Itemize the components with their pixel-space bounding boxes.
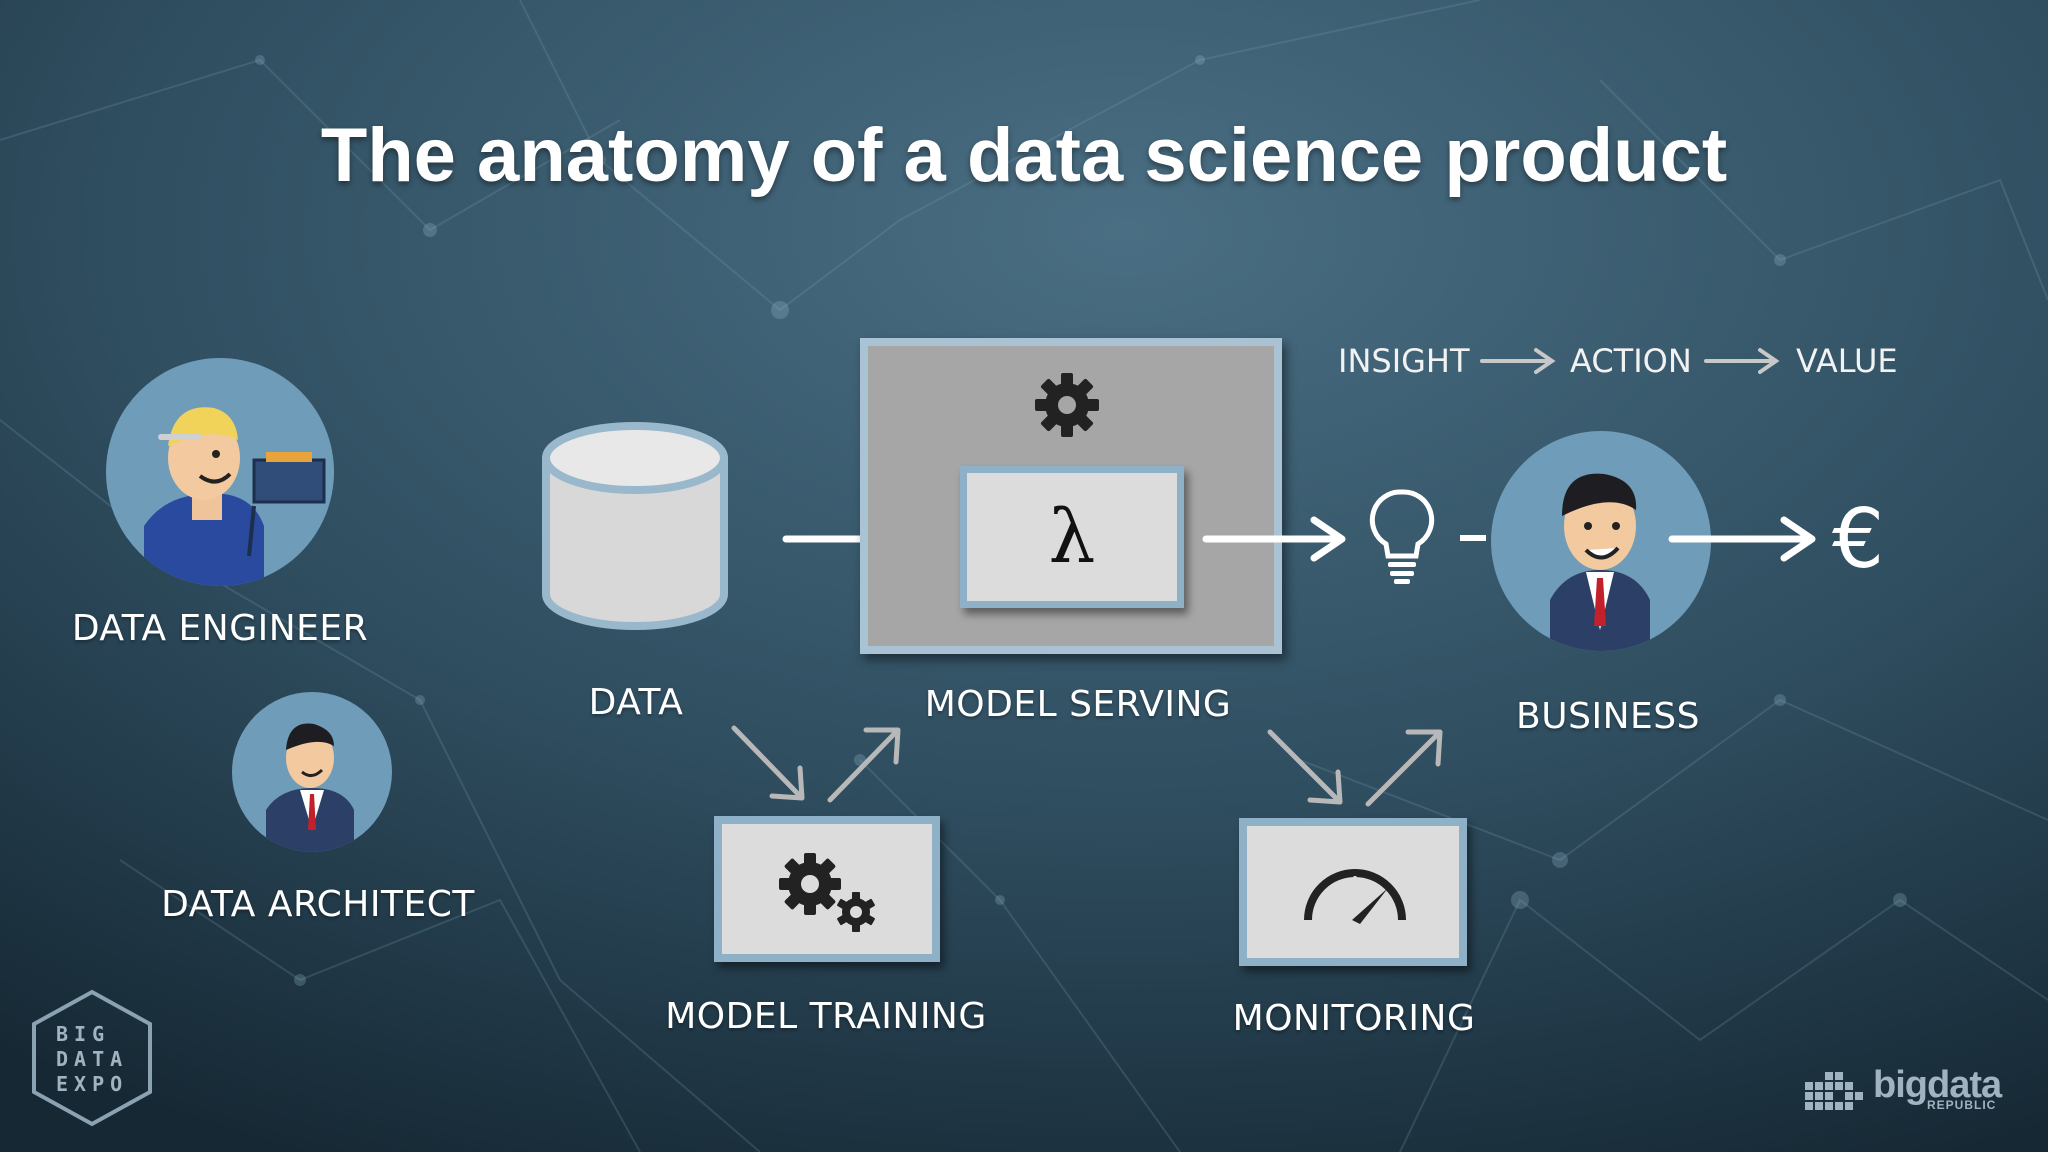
- arrow-icon: [1667, 516, 1816, 562]
- connector-line: [1460, 535, 1486, 541]
- data-engineer-label: DATA ENGINEER: [71, 608, 369, 649]
- gears-icon: [779, 853, 875, 932]
- database-icon: [542, 422, 728, 630]
- arrow-icon: [1202, 516, 1346, 562]
- business-avatar: [1491, 431, 1711, 651]
- arrow-icon: [1704, 348, 1780, 374]
- lambda-box: λ: [960, 466, 1184, 608]
- data-label: DATA: [588, 682, 684, 723]
- training-loop-arrows: [731, 725, 901, 803]
- value-label: VALUE: [1796, 342, 1898, 380]
- gauge-icon: [1304, 869, 1406, 924]
- arrow-icon: [1480, 348, 1556, 374]
- big-data-expo-logo: [32, 989, 152, 1127]
- data-engineer-avatar: [106, 358, 334, 586]
- monitoring-box: [1239, 818, 1467, 966]
- bigdata-republic-logo-icon: [1805, 1072, 1863, 1110]
- lambda-symbol: λ: [1048, 494, 1096, 580]
- model-training-label: MODEL TRAINING: [665, 996, 987, 1037]
- monitoring-label: MONITORING: [1232, 998, 1476, 1039]
- bigdata-republic-sub: REPUBLIC: [1927, 1098, 1997, 1112]
- data-architect-label: DATA ARCHITECT: [161, 884, 475, 925]
- monitoring-loop-arrows: [1267, 729, 1443, 807]
- big-data-expo-text: BIG DATA EXPO: [56, 1022, 129, 1096]
- business-label: BUSINESS: [1516, 696, 1700, 737]
- model-serving-label: MODEL SERVING: [924, 684, 1232, 725]
- data-architect-avatar: [232, 692, 392, 852]
- action-label: ACTION: [1570, 342, 1692, 380]
- gear-icon: [1035, 373, 1099, 437]
- bigdata-republic-name: bigdata: [1873, 1064, 2002, 1106]
- slide-title: The anatomy of a data science product: [320, 113, 1728, 198]
- insight-label: INSIGHT: [1338, 342, 1470, 380]
- euro-symbol: €: [1832, 492, 1885, 587]
- lightbulb-icon: [1369, 489, 1435, 584]
